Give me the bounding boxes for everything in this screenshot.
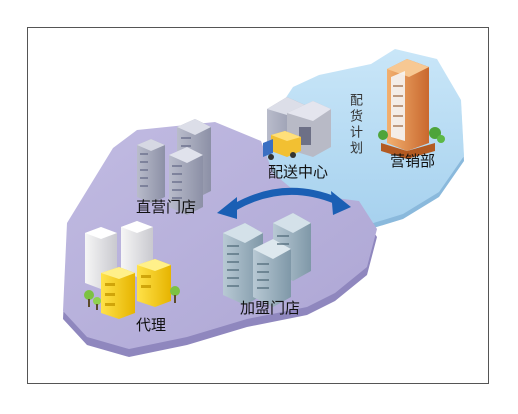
franchise-stores-label: 加盟门店 xyxy=(240,299,301,317)
direct-stores-label: 直营门店 xyxy=(136,198,197,216)
exchange-arrow xyxy=(217,187,351,219)
franchise-stores-icon xyxy=(223,213,311,307)
distribution-center-icon xyxy=(263,97,331,160)
diagram-frame: 配送中心 配货计划 营销部 直营门店 加盟门店 代理 xyxy=(27,27,489,384)
distribution-center-label: 配送中心 xyxy=(268,163,329,181)
marketing-tower-icon xyxy=(378,59,445,159)
agent-icon xyxy=(84,221,180,319)
diagram-canvas xyxy=(63,49,464,357)
marketing-dept-label: 营销部 xyxy=(390,152,436,170)
delivery-plan-label: 配货计划 xyxy=(347,93,362,157)
direct-stores-icon xyxy=(137,119,211,215)
agent-label: 代理 xyxy=(136,316,167,334)
